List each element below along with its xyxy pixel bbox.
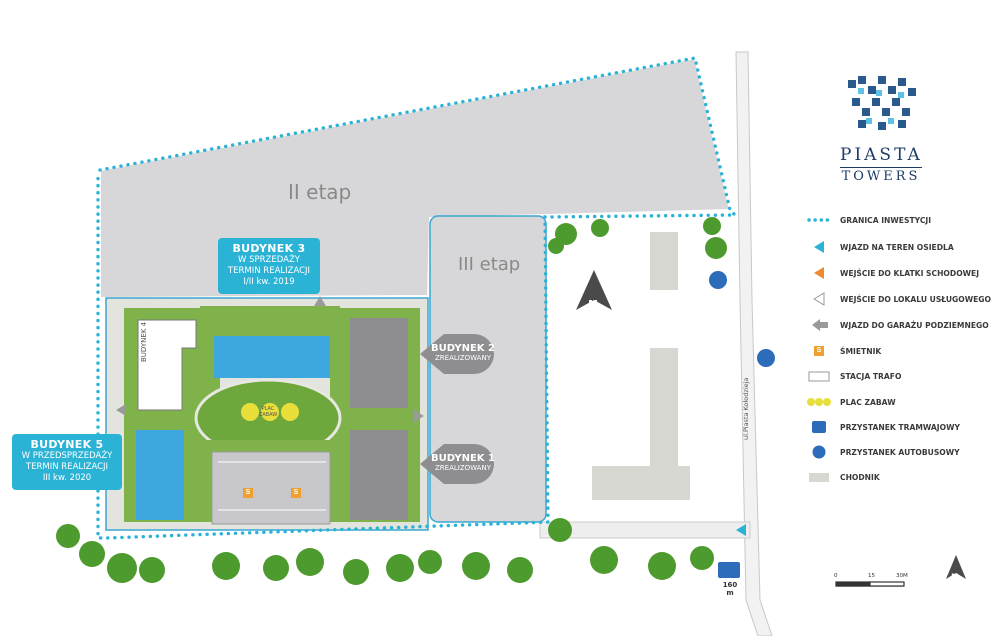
brand-line-2: TOWERS: [840, 167, 922, 184]
legend-label: ŚMIETNIK: [840, 346, 882, 356]
legend-item-tram: PRZYSTANEK TRAMWAJOWY: [806, 419, 960, 435]
legend-label: WEJŚCIE DO KLATKI SCHODOWEJ: [840, 268, 980, 278]
trash-icon-symbol: S: [814, 346, 824, 356]
building-2-status: ZREALIZOWANY: [435, 354, 491, 362]
scale-tick-15: 15: [868, 573, 875, 579]
garage-entry-arrows: [116, 296, 424, 422]
legend-item-sidewalk: CHODNIK: [806, 469, 880, 485]
building-4-label: BUDYNEK 4: [140, 321, 148, 362]
zone-stage-2: [99, 56, 732, 300]
sidewalk-icon: [806, 470, 832, 484]
investment-boundary: [96, 56, 740, 540]
entry-arrow: [736, 524, 746, 536]
north-letter-small: N: [951, 573, 959, 583]
boundary-dots-icon: [806, 213, 832, 227]
building-1: [350, 430, 408, 520]
brand-logo: PIASTA TOWERS: [840, 145, 922, 184]
north-arrow-icon: [576, 270, 612, 310]
street-label: ul.Piasta Kołodzieja: [742, 377, 750, 440]
legend-item-playground: PLAC ZABAW: [806, 394, 896, 410]
parking-lot: [211, 451, 331, 525]
legend-label: GRANICA INWESTYCJI: [840, 215, 932, 225]
outline-arrow-icon: [806, 292, 832, 306]
legend-item-bus: PRZYSTANEK AUTOBUSOWY: [806, 444, 960, 460]
brand-line-1: PIASTA: [840, 145, 923, 165]
parking-lines: [218, 461, 326, 511]
street-road: [735, 51, 773, 636]
building-5-status: W PRZEDSPRZEDAŻY: [21, 451, 113, 461]
sidewalk-middle: [650, 348, 678, 478]
legend-label: WEJŚCIE DO LOKALU USŁUGOWEGO: [840, 294, 991, 304]
scale-tick-30: 30M: [896, 573, 908, 579]
trash-icon: S: [806, 344, 832, 358]
building-3-callout[interactable]: BUDYNEK 3 W SPRZEDAŻY TERMIN REALIZACJI …: [218, 238, 320, 294]
legend-item-service-entry: WEJŚCIE DO LOKALU USŁUGOWEGO: [806, 291, 991, 307]
building-5: [136, 430, 184, 520]
legend-item-stair-entry: WEJŚCIE DO KLATKI SCHODOWEJ: [806, 265, 979, 281]
trees-south: [56, 217, 727, 585]
sidewalk-north: [650, 232, 678, 290]
building-3-status: W SPRZEDAŻY: [238, 255, 300, 265]
legend-item-estate-entry: WJAZD NA TEREN OSIEDLA: [806, 239, 954, 255]
gray-arrow-icon: [806, 318, 832, 332]
playground: [241, 403, 299, 421]
building-1-title: BUDYNEK 1: [431, 453, 495, 464]
access-road: [539, 521, 751, 539]
legend-label: PRZYSTANEK AUTOBUSOWY: [840, 447, 960, 457]
trash-icon: S: [243, 488, 253, 498]
logo-mark-icon: [846, 72, 918, 136]
north-letter: N: [588, 298, 599, 312]
bus-stop-icon: [709, 271, 775, 367]
tram-stop-icon: [806, 420, 832, 434]
legend-label: PRZYSTANEK TRAMWAJOWY: [840, 422, 960, 432]
building-2-marker[interactable]: [420, 330, 500, 380]
north-arrow-small-icon: [946, 555, 966, 579]
orange-arrow-icon: [806, 266, 832, 280]
zone-label-stage-3: III etap: [458, 254, 521, 275]
building-1-status: ZREALIZOWANY: [435, 464, 491, 472]
legend-label: STACJA TRAFO: [840, 371, 902, 381]
legend-label: PLAC ZABAW: [840, 397, 896, 407]
building-5-term: III kw. 2020: [42, 473, 92, 483]
legend-item-garage-entry: WJAZD DO GARAŻU PODZIEMNEGO: [806, 317, 989, 333]
legend-label: CHODNIK: [840, 472, 880, 482]
building-3-term-label: TERMIN REALIZACJI: [227, 266, 311, 276]
legend-item-boundary: GRANICA INWESTYCJI: [806, 212, 931, 228]
building-1-label: BUDYNEK 1 ZREALIZOWANY: [430, 453, 496, 472]
playground-label: PLAC ZABAW: [258, 406, 278, 418]
building-5-title: BUDYNEK 5: [30, 438, 104, 451]
building-4: [137, 319, 197, 411]
distance-label: 160 m: [722, 581, 738, 597]
building-2-title: BUDYNEK 2: [431, 343, 495, 354]
tram-stop-icon: [718, 562, 740, 578]
sidewalk-south: [592, 466, 690, 500]
playground-icon: [806, 395, 832, 409]
building-3-term: I/II kw. 2019: [243, 277, 295, 287]
blue-arrow-icon: [806, 240, 832, 254]
bus-stop-icon: [806, 445, 832, 459]
building-2: [350, 318, 408, 408]
scale-bar: [835, 581, 905, 587]
legend-label: WJAZD NA TEREN OSIEDLA: [840, 242, 954, 252]
building-3-title: BUDYNEK 3: [232, 242, 306, 255]
zone-label-stage-2: II etap: [288, 180, 352, 204]
building-1-marker[interactable]: [420, 440, 500, 490]
building-5-callout[interactable]: BUDYNEK 5 W PRZEDSPRZEDAŻY TERMIN REALIZ…: [12, 434, 122, 490]
transformer-icon: [806, 369, 832, 383]
building-5-term-label: TERMIN REALIZACJI: [25, 462, 109, 472]
legend-label: WJAZD DO GARAŻU PODZIEMNEGO: [840, 320, 989, 330]
legend-item-trash: S ŚMIETNIK: [806, 343, 881, 359]
building-3: [214, 336, 330, 378]
legend-item-transformer: STACJA TRAFO: [806, 368, 901, 384]
scale-tick-0: 0: [834, 573, 838, 579]
building-2-label: BUDYNEK 2 ZREALIZOWANY: [430, 343, 496, 362]
trash-icon: S: [291, 488, 301, 498]
